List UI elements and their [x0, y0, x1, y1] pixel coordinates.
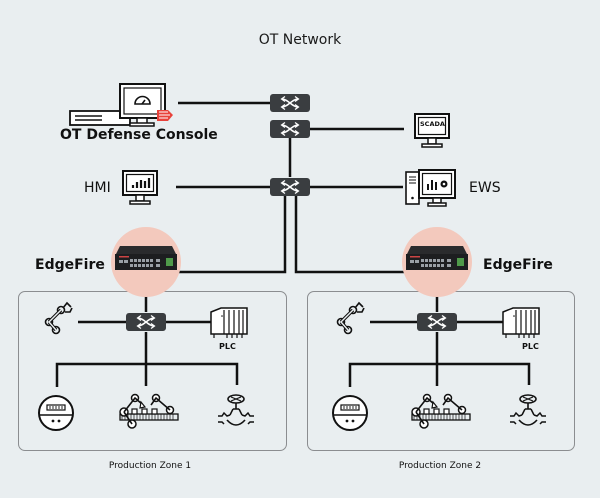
link-zone2-field-bus	[348, 362, 531, 387]
industrial-firewall-icon[interactable]	[111, 227, 181, 297]
valve-icon[interactable]	[509, 394, 547, 426]
plc-rack-icon[interactable]	[502, 307, 540, 339]
switch-arrows-icon[interactable]	[270, 120, 310, 138]
switch-arrows-icon[interactable]	[270, 178, 310, 196]
scada-label: SCADA	[420, 120, 445, 128]
edgefire-2-label: EdgeFire	[483, 257, 553, 273]
link-zone1-field-bus	[55, 362, 239, 387]
industrial-firewall-icon[interactable]	[402, 227, 472, 297]
edgefire-1-label: EdgeFire	[35, 257, 105, 273]
zone2-plc-label: PLC	[522, 342, 539, 351]
production-zone-1-label: Production Zone 1	[108, 461, 192, 471]
assembly-line-robots-icon[interactable]	[411, 393, 471, 429]
monitor-bar-chart-icon[interactable]	[122, 170, 158, 205]
robot-arm-icon[interactable]	[335, 301, 366, 336]
switch-arrows-icon[interactable]	[270, 94, 310, 112]
ews-label: EWS	[469, 180, 501, 196]
production-zone-2-label: Production Zone 2	[398, 461, 482, 471]
workstation-gear-chart-icon[interactable]	[405, 169, 456, 207]
valve-icon[interactable]	[217, 394, 255, 426]
meter-icon[interactable]	[332, 395, 368, 431]
meter-icon[interactable]	[38, 395, 74, 431]
assembly-line-robots-icon[interactable]	[119, 393, 179, 429]
network-links	[55, 101, 531, 387]
robot-arm-icon[interactable]	[43, 301, 74, 336]
switch-arrows-icon[interactable]	[417, 313, 457, 331]
switch-arrows-icon[interactable]	[126, 313, 166, 331]
monitor-gauge-shield-icon[interactable]	[69, 83, 173, 127]
monitor-icon[interactable]	[414, 113, 450, 148]
diagram-title: OT Network	[258, 32, 342, 48]
plc-rack-icon[interactable]	[210, 307, 248, 339]
ot-defense-console-label: OT Defense Console	[60, 127, 218, 143]
link-distribution-edgefire-2	[294, 196, 405, 274]
link-distribution-edgefire-1	[178, 196, 287, 274]
zone1-plc-label: PLC	[219, 342, 236, 351]
hmi-label: HMI	[84, 180, 111, 196]
